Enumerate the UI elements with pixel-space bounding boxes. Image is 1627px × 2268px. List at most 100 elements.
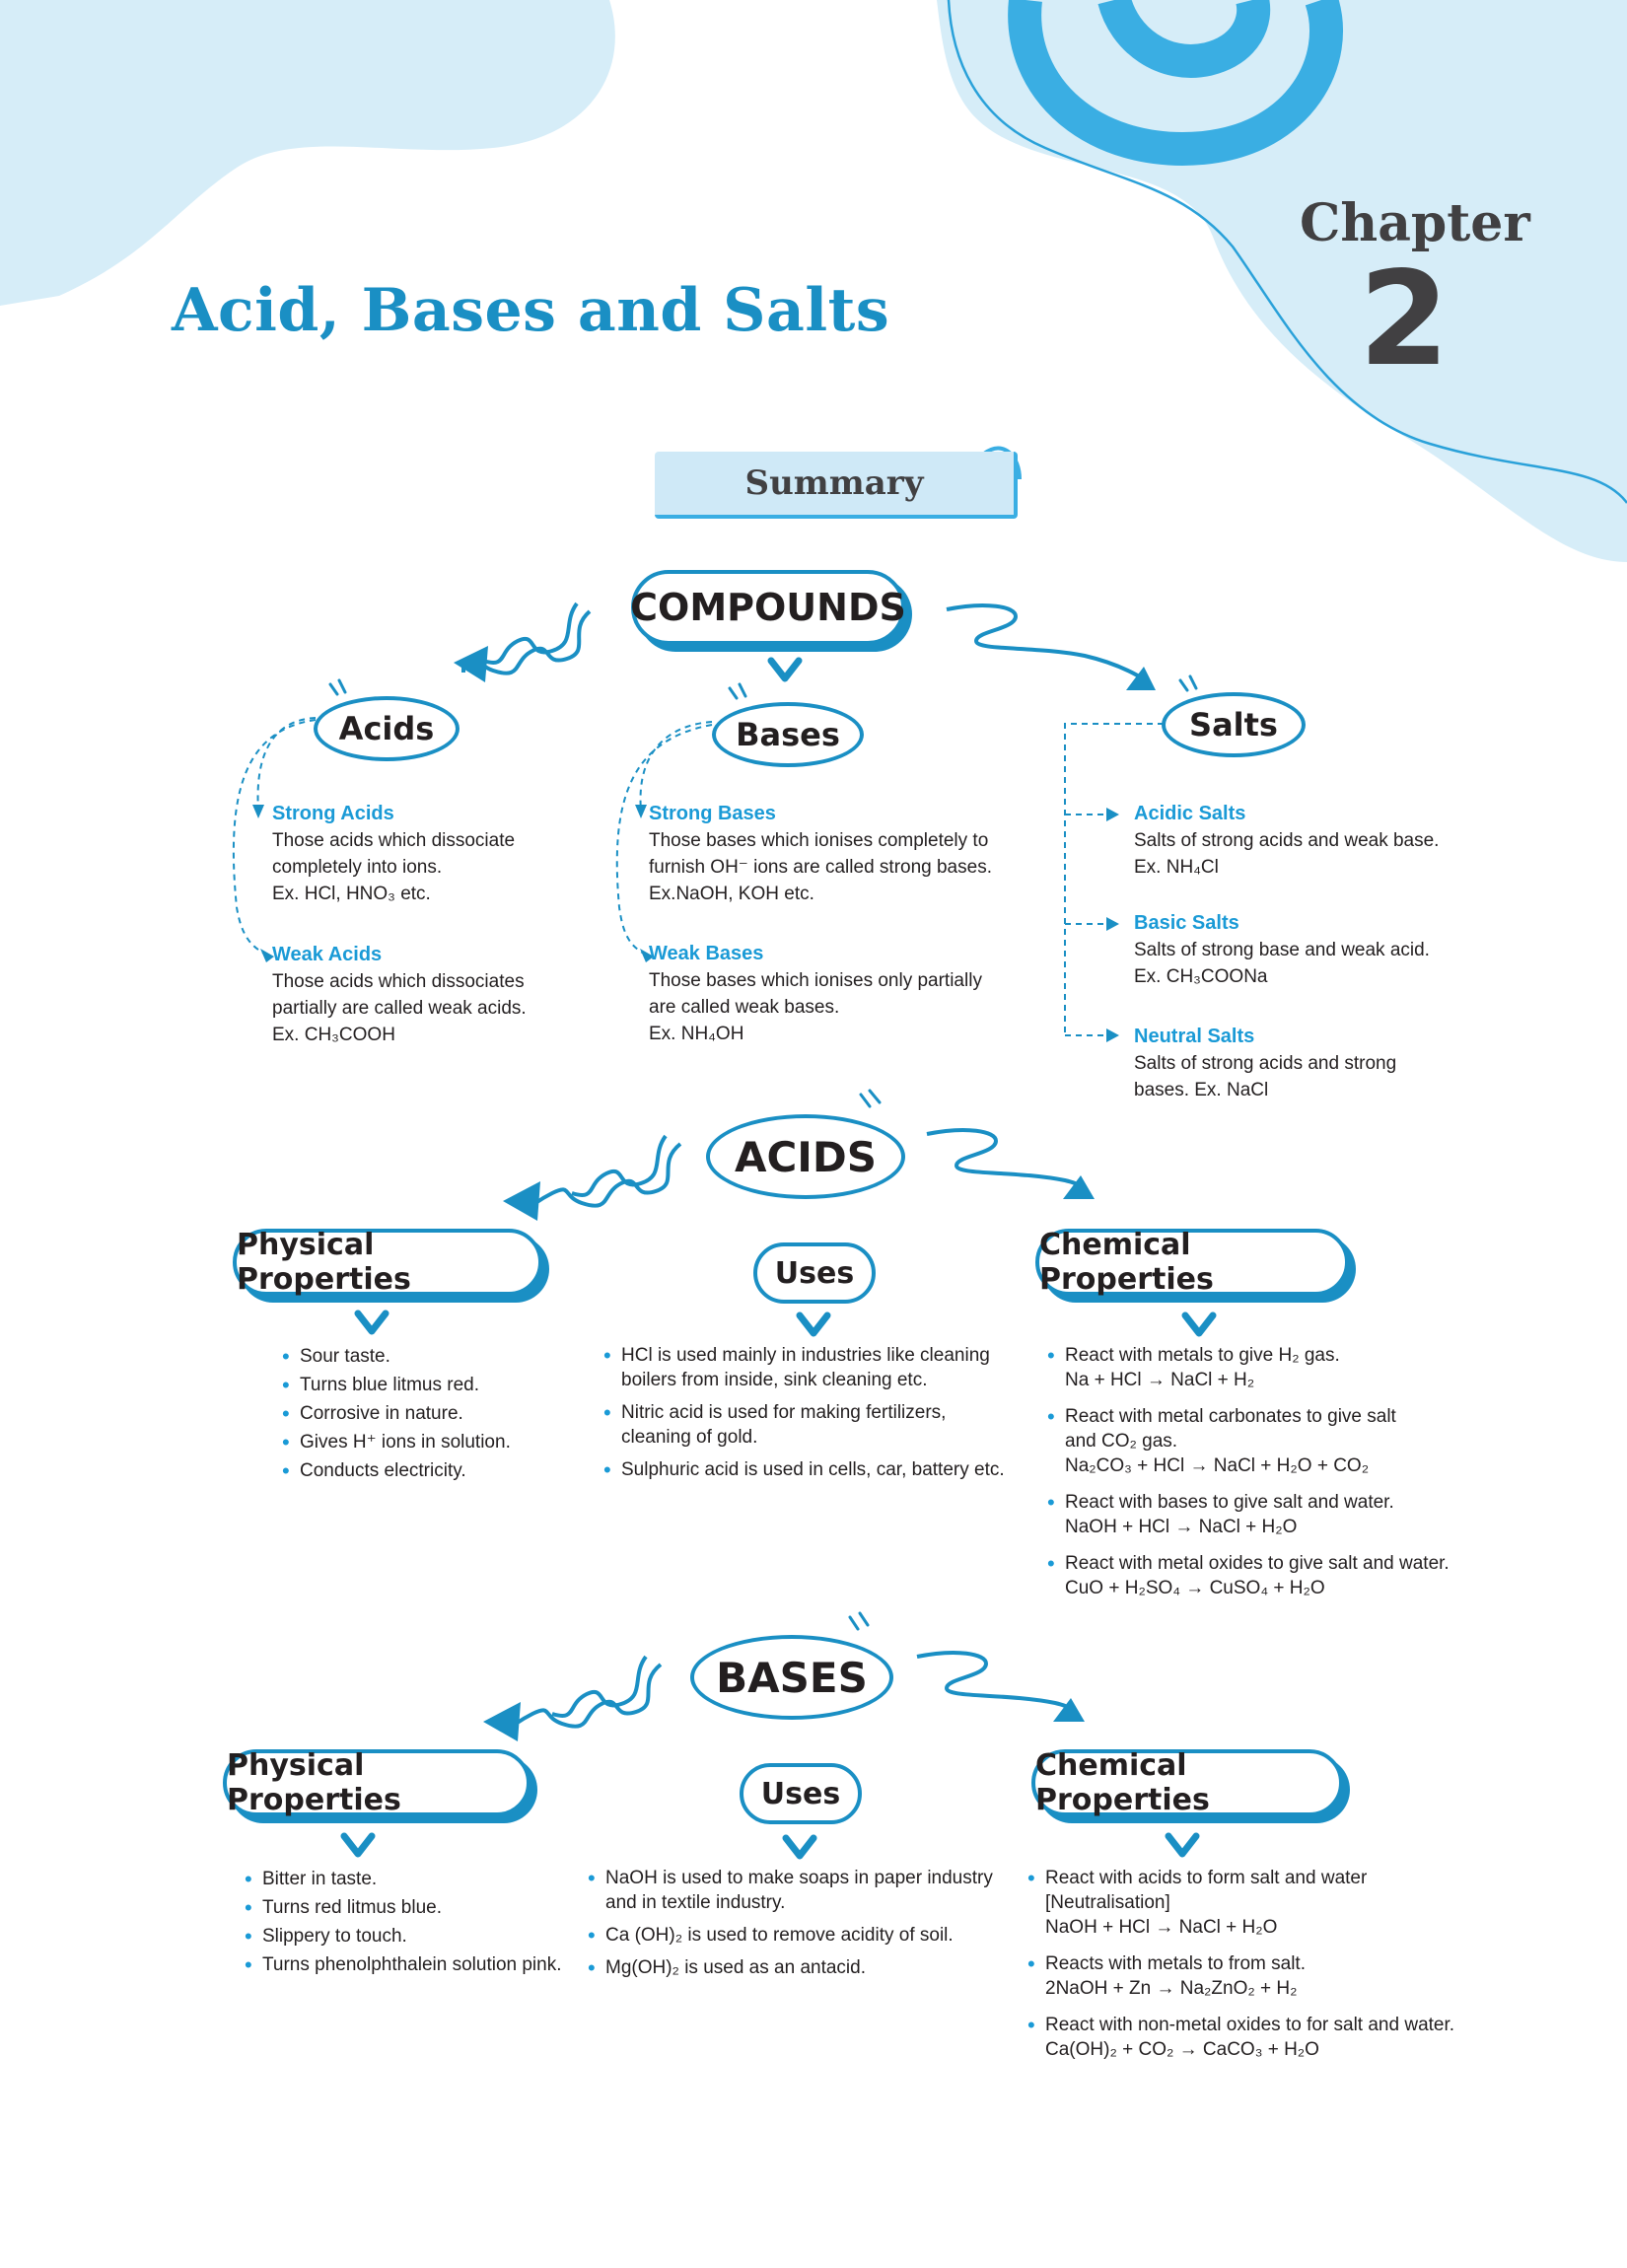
weak-acids-example: Ex. CH₃COOH [272,1025,395,1045]
list-item: React with non-metal oxides to for salt … [1027,2013,1491,2062]
use-line: Ca (OH)₂ is used to remove acidity of so… [605,1925,954,1946]
strong-bases-example: Ex.NaOH, KOH etc. [649,884,814,904]
reaction-text: React with metal carbonates to give salt [1065,1406,1396,1427]
list-item: React with metals to give H₂ gas. Na + H… [1047,1343,1481,1392]
acids-physical-list: Sour taste. Turns blue litmus red. Corro… [282,1343,578,1486]
reaction-text: [Neutralisation] [1045,1892,1170,1913]
compounds-down-arrow [767,657,803,682]
bases-dashed-connectors [615,721,713,956]
reaction-equation: Na + HCl → NaCl + H₂ [1065,1370,1255,1390]
list-item: Turns blue litmus red. [282,1372,578,1399]
acids-chemical-list: React with metals to give H₂ gas. Na + H… [1047,1343,1481,1601]
use-line: and in textile industry. [605,1892,786,1913]
salts-dashed-connectors [1064,723,1164,1036]
acids-uses-list: HCl is used mainly in industries like cl… [603,1343,1037,1483]
acids-physical-label: Physical Properties [237,1228,411,1297]
salts-node: Salts [1162,692,1306,757]
chapter-number: 2 [1359,244,1450,395]
top-left-blob [0,0,615,306]
reaction-equation: CuO + H₂SO₄ → CuSO₄ + H₂O [1065,1578,1325,1598]
list-item: Turns red litmus blue. [245,1894,580,1922]
list-item: Sulphuric acid is used in cells, car, ba… [603,1457,1037,1482]
acidic-salts-example: Ex. NH₄Cl [1134,857,1219,878]
neutral-salts-text: Salts of strong acids and strong bases. … [1134,1050,1396,1103]
use-line: NaOH is used to make soaps in paper indu… [605,1868,993,1888]
acids-right-arrow [926,1128,1095,1199]
bases-physical-list: Bitter in taste. Turns red litmus blue. … [245,1866,580,1980]
strong-bases-title: Strong Bases [649,803,776,824]
ovals-tick-marks [328,674,1198,1631]
bases-physical-label: Physical Properties [227,1748,401,1817]
bases-uses-list: NaOH is used to make soaps in paper indu… [588,1866,1012,1981]
basic-salts-text: Salts of strong base and weak acid. Ex. … [1134,937,1430,990]
reaction-text: React with acids to form salt and water [1045,1868,1368,1888]
bases-down-arrows [340,1832,1200,1860]
list-item: React with metal carbonates to give salt… [1047,1404,1481,1478]
strong-acids-example: Ex. HCl, HNO₃ etc. [272,884,431,904]
reaction-equation: 2NaOH + Zn → Na₂ZnO₂ + H₂ [1045,1978,1298,1999]
use-line: Sulphuric acid is used in cells, car, ba… [621,1459,1005,1480]
salts-node-label: Salts [1189,706,1278,744]
compounds-node-label: COMPOUNDS [630,586,906,629]
use-line: cleaning of gold. [621,1427,758,1448]
strong-bases-line: furnish OH⁻ ions are called strong bases… [649,857,992,878]
list-item: React with metal oxides to give salt and… [1047,1551,1481,1600]
bases-section-label: BASES [716,1653,868,1702]
list-item: Conducts electricity. [282,1457,578,1485]
weak-bases-example: Ex. NH₄OH [649,1024,744,1044]
acids-left-arrow [503,1134,682,1221]
acids-chemical-node: Chemical Properties [1035,1228,1349,1297]
list-item: Mg(OH)₂ is used as an antacid. [588,1955,1012,1980]
compounds-right-arrow [946,603,1156,690]
strong-acids-line: Those acids which dissociate [272,830,516,851]
list-item: Corrosive in nature. [282,1400,578,1428]
list-item: NaOH is used to make soaps in paper indu… [588,1866,1012,1915]
list-item: Turns phenolphthalein solution pink. [245,1951,580,1979]
bases-right-arrow [916,1651,1085,1722]
bases-section-node: BASES [690,1635,893,1720]
acids-chemical-label: Chemical Properties [1039,1228,1214,1297]
list-item: React with acids to form salt and water … [1027,1866,1491,1940]
weak-acids-text: Those acids which dissociates partially … [272,968,527,1048]
list-item: Sour taste. [282,1343,578,1371]
list-item: Ca (OH)₂ is used to remove acidity of so… [588,1923,1012,1948]
list-item: Gives H⁺ ions in solution. [282,1429,578,1456]
weak-bases-line: Those bases which ionises only partially [649,970,982,991]
reaction-equation: NaOH + HCl → NaCl + H₂O [1045,1917,1278,1938]
summary-label: Summary [655,452,1018,519]
bases-node: Bases [712,702,864,767]
bases-chemical-list: React with acids to form salt and water … [1027,1866,1491,2063]
bases-chemical-node: Chemical Properties [1031,1748,1343,1817]
bases-uses-label: Uses [760,1776,841,1811]
salts-dashed-arrowheads [1106,808,1119,1042]
reaction-equation: NaOH + HCl → NaCl + H₂O [1065,1517,1298,1537]
reaction-text: React with bases to give salt and water. [1065,1492,1394,1513]
chapter-label: Chapter [1300,193,1530,253]
basic-salts-example: Ex. CH₃COONa [1134,966,1268,987]
use-line: Nitric acid is used for making fertilize… [621,1402,947,1423]
reaction-text: React with metal oxides to give salt and… [1065,1553,1450,1574]
strong-acids-text: Those acids which dissociate completely … [272,827,515,907]
bases-dashed-arrowheads [635,805,654,962]
acids-physical-node: Physical Properties [233,1228,542,1297]
basic-salts-line: Salts of strong base and weak acid. [1134,940,1430,960]
acids-section-label: ACIDS [734,1132,878,1181]
strong-acids-title: Strong Acids [272,803,394,824]
basic-salts-title: Basic Salts [1134,912,1239,934]
reaction-text: Reacts with metals to from salt. [1045,1953,1306,1974]
bases-chemical-label: Chemical Properties [1035,1748,1210,1817]
neutral-salts-title: Neutral Salts [1134,1026,1255,1047]
acids-dashed-connectors [232,717,317,956]
list-item: HCl is used mainly in industries like cl… [603,1343,1037,1392]
weak-bases-text: Those bases which ionises only partially… [649,967,982,1047]
weak-bases-line: are called weak bases. [649,997,840,1018]
neutral-salts-line: bases. Ex. NaCl [1134,1080,1269,1100]
use-line: boilers from inside, sink cleaning etc. [621,1370,928,1390]
weak-bases-title: Weak Bases [649,943,764,964]
weak-acids-line: Those acids which dissociates [272,971,525,992]
use-line: HCl is used mainly in industries like cl… [621,1345,990,1366]
reaction-text: React with non-metal oxides to for salt … [1045,2015,1455,2035]
strong-bases-line: Those bases which ionises completely to [649,830,989,851]
reaction-equation: Ca(OH)₂ + CO₂ → CaCO₃ + H₂O [1045,2039,1319,2060]
